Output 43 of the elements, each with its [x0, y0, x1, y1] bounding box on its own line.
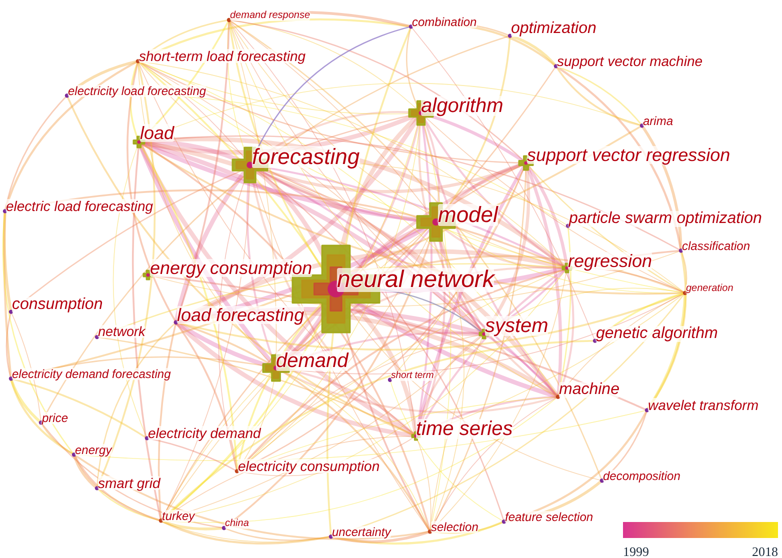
- keyword-label: uncertainty: [332, 526, 391, 538]
- keyword-label: algorithm: [421, 96, 504, 116]
- keyword-label: support vector regression: [527, 146, 730, 164]
- keyword-label: wavelet transform: [648, 398, 758, 412]
- keyword-label: classification: [682, 240, 750, 252]
- keyword-label: demand response: [230, 11, 310, 21]
- scale-year-label: 1999: [623, 545, 649, 558]
- keyword-label: model: [438, 204, 498, 226]
- keyword-label: neural network: [337, 268, 494, 292]
- scale-year-label: 2018: [752, 545, 778, 558]
- keyword-label: feature selection: [505, 510, 594, 523]
- keyword-label: time series: [416, 419, 513, 439]
- keyword-label: generation: [686, 284, 734, 294]
- keyword-label: selection: [431, 520, 478, 533]
- keyword-label: support vector machine: [557, 54, 703, 68]
- keyword-label: energy: [75, 444, 112, 456]
- keyword-label: electricity consumption: [238, 458, 380, 473]
- keyword-label: combination: [412, 16, 477, 28]
- keyword-label: electricity load forecasting: [68, 84, 206, 97]
- keyword-label: short term: [391, 371, 434, 381]
- keyword-label: decomposition: [603, 470, 680, 482]
- keyword-label: machine: [559, 382, 620, 398]
- keyword-label: smart grid: [98, 476, 160, 490]
- keyword-label: price: [42, 412, 68, 424]
- keyword-label: arima: [643, 114, 674, 127]
- keyword-label: load forecasting: [177, 306, 304, 324]
- keyword-label: electricity demand forecasting: [12, 368, 171, 380]
- keyword-label: electric load forecasting: [6, 198, 154, 213]
- keyword-label: network: [98, 324, 146, 338]
- keyword-label: energy consumption: [150, 259, 312, 278]
- keyword-label: load: [140, 124, 174, 142]
- keyword-label: china: [225, 519, 249, 529]
- keyword-label: regression: [568, 252, 652, 270]
- keyword-label: forecasting: [252, 146, 360, 168]
- keyword-label: optimization: [511, 21, 596, 38]
- keyword-label: electricity demand: [148, 426, 261, 440]
- keyword-label: demand: [276, 351, 348, 371]
- keyword-label: system: [485, 316, 548, 336]
- keyword-label: turkey: [162, 510, 195, 522]
- keyword-label: particle swarm optimization: [569, 211, 762, 228]
- keyword-label: genetic algorithm: [596, 326, 718, 342]
- keyword-label: consumption: [12, 297, 103, 314]
- keyword-label: short-term load forecasting: [139, 48, 306, 63]
